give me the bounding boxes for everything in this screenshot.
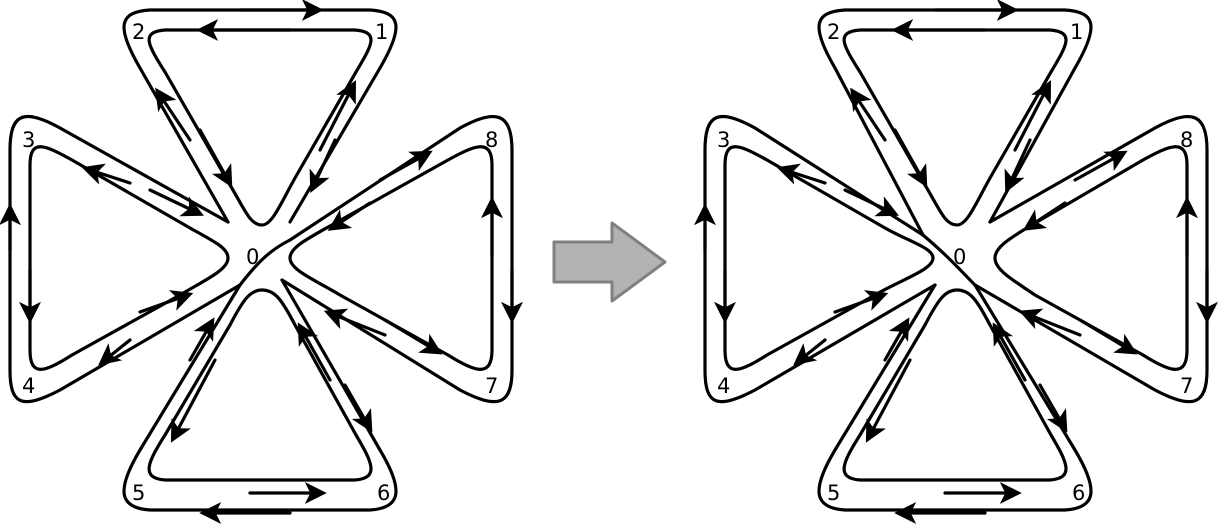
loop-outer-right bbox=[280, 114, 514, 404]
center-label-0: 0 bbox=[953, 245, 966, 269]
node-label-1: 1 bbox=[1070, 20, 1083, 44]
loop-outer-bottom bbox=[122, 278, 398, 512]
transition-arrow bbox=[552, 221, 667, 303]
node-label-5: 5 bbox=[827, 481, 840, 505]
node-label-8: 8 bbox=[485, 128, 498, 152]
node-label-1: 1 bbox=[375, 20, 388, 44]
node-label-5: 5 bbox=[132, 481, 145, 505]
panel-after bbox=[694, 0, 1218, 524]
node-label-2: 2 bbox=[827, 20, 840, 44]
node-label-2: 2 bbox=[132, 20, 145, 44]
loop-inner-left bbox=[723, 145, 935, 371]
loop-outer-left bbox=[703, 114, 937, 404]
loop-outer-right bbox=[973, 114, 1209, 404]
loop-inner-bottom bbox=[842, 288, 1068, 482]
loop-inner-left bbox=[28, 145, 230, 371]
node-label-7: 7 bbox=[485, 374, 498, 398]
node-label-3: 3 bbox=[717, 128, 730, 152]
labels-after: 1 2 3 4 5 6 7 8 0 bbox=[717, 20, 1193, 505]
loop-outer-bottom bbox=[817, 283, 1093, 512]
node-label-3: 3 bbox=[22, 128, 35, 152]
node-label-6: 6 bbox=[377, 481, 390, 505]
loop-inner-right bbox=[993, 145, 1189, 371]
loop-inner-bottom bbox=[147, 288, 373, 482]
loop-outer-top bbox=[122, 8, 398, 224]
loop-inner-right bbox=[288, 145, 494, 371]
crossing-strand bbox=[238, 238, 292, 287]
node-label-8: 8 bbox=[1180, 128, 1193, 152]
node-label-4: 4 bbox=[22, 374, 35, 398]
node-label-6: 6 bbox=[1072, 481, 1085, 505]
center-label-0: 0 bbox=[246, 245, 259, 269]
loop-outer-top bbox=[817, 8, 1093, 237]
loop-outer-left bbox=[8, 114, 242, 404]
panel-before bbox=[0, 0, 523, 524]
crossing-strand bbox=[921, 233, 977, 287]
labels-before: 1 2 3 4 5 6 7 8 0 bbox=[22, 20, 498, 505]
node-label-7: 7 bbox=[1180, 374, 1193, 398]
node-label-4: 4 bbox=[717, 374, 730, 398]
